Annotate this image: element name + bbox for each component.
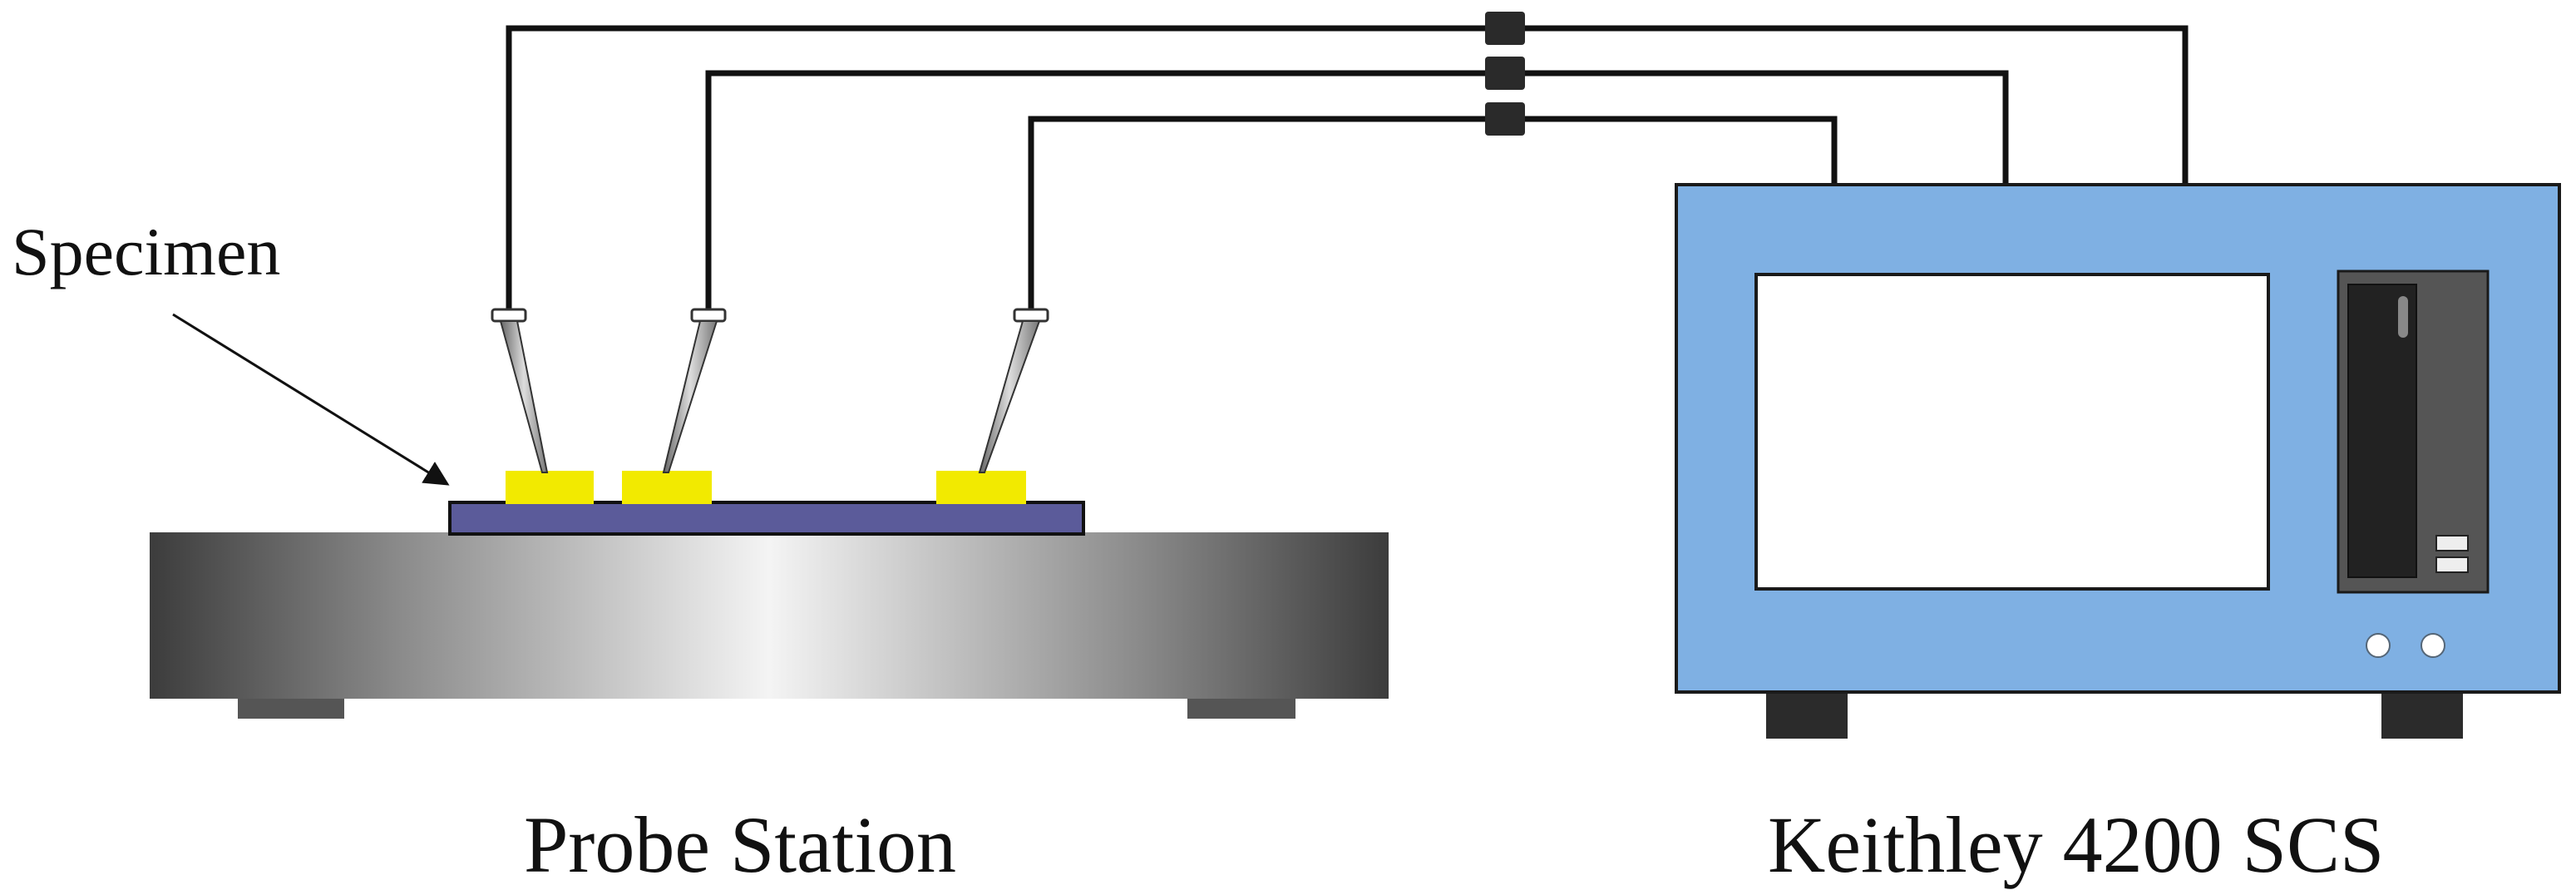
connector-block-top	[1485, 12, 1525, 45]
probe-1-clip	[491, 308, 527, 323]
instrument-foot-right	[2381, 690, 2463, 739]
wire-bundle	[506, 25, 2189, 314]
indicator-light-icon	[2366, 633, 2391, 658]
instrument-screen	[1754, 273, 2270, 591]
probe-needle-icon	[662, 308, 727, 473]
cable-connector-icon	[1485, 12, 1525, 136]
wire-middle	[705, 70, 2009, 314]
contact-pad-1	[506, 471, 594, 504]
stage-body	[150, 532, 1389, 699]
probe-2-tip	[662, 320, 718, 473]
probe-station-label: Probe Station	[524, 800, 956, 889]
wire-outer	[506, 25, 2189, 314]
probe-station	[150, 308, 1389, 719]
connector-block-middle	[1485, 57, 1525, 90]
probe-3-tip	[978, 320, 1041, 473]
probe-1-tip	[499, 320, 549, 473]
usb-port-icon	[2435, 535, 2469, 573]
probe-2-clip	[690, 308, 727, 323]
drive-eject-slot	[2398, 296, 2408, 338]
usb-port-2	[2435, 556, 2469, 573]
keithley-instrument	[1675, 183, 2561, 739]
indicator-light-icon	[2421, 633, 2445, 658]
specimen-substrate	[448, 501, 1085, 536]
connector-block-bottom	[1485, 102, 1525, 136]
usb-port-1	[2435, 535, 2469, 551]
probe-3-clip	[1013, 308, 1049, 323]
probe-needle-icon	[978, 308, 1049, 473]
specimen-label: Specimen	[12, 214, 280, 289]
contact-pad-2	[622, 471, 712, 504]
probe-needle-icon	[491, 308, 549, 473]
instrument-foot-left	[1766, 690, 1848, 739]
arrow-pointer-icon	[172, 313, 450, 486]
wire-inner	[1028, 116, 1838, 314]
instrument-label: Keithley 4200 SCS	[1768, 800, 2384, 889]
contact-pad-3	[936, 471, 1026, 504]
